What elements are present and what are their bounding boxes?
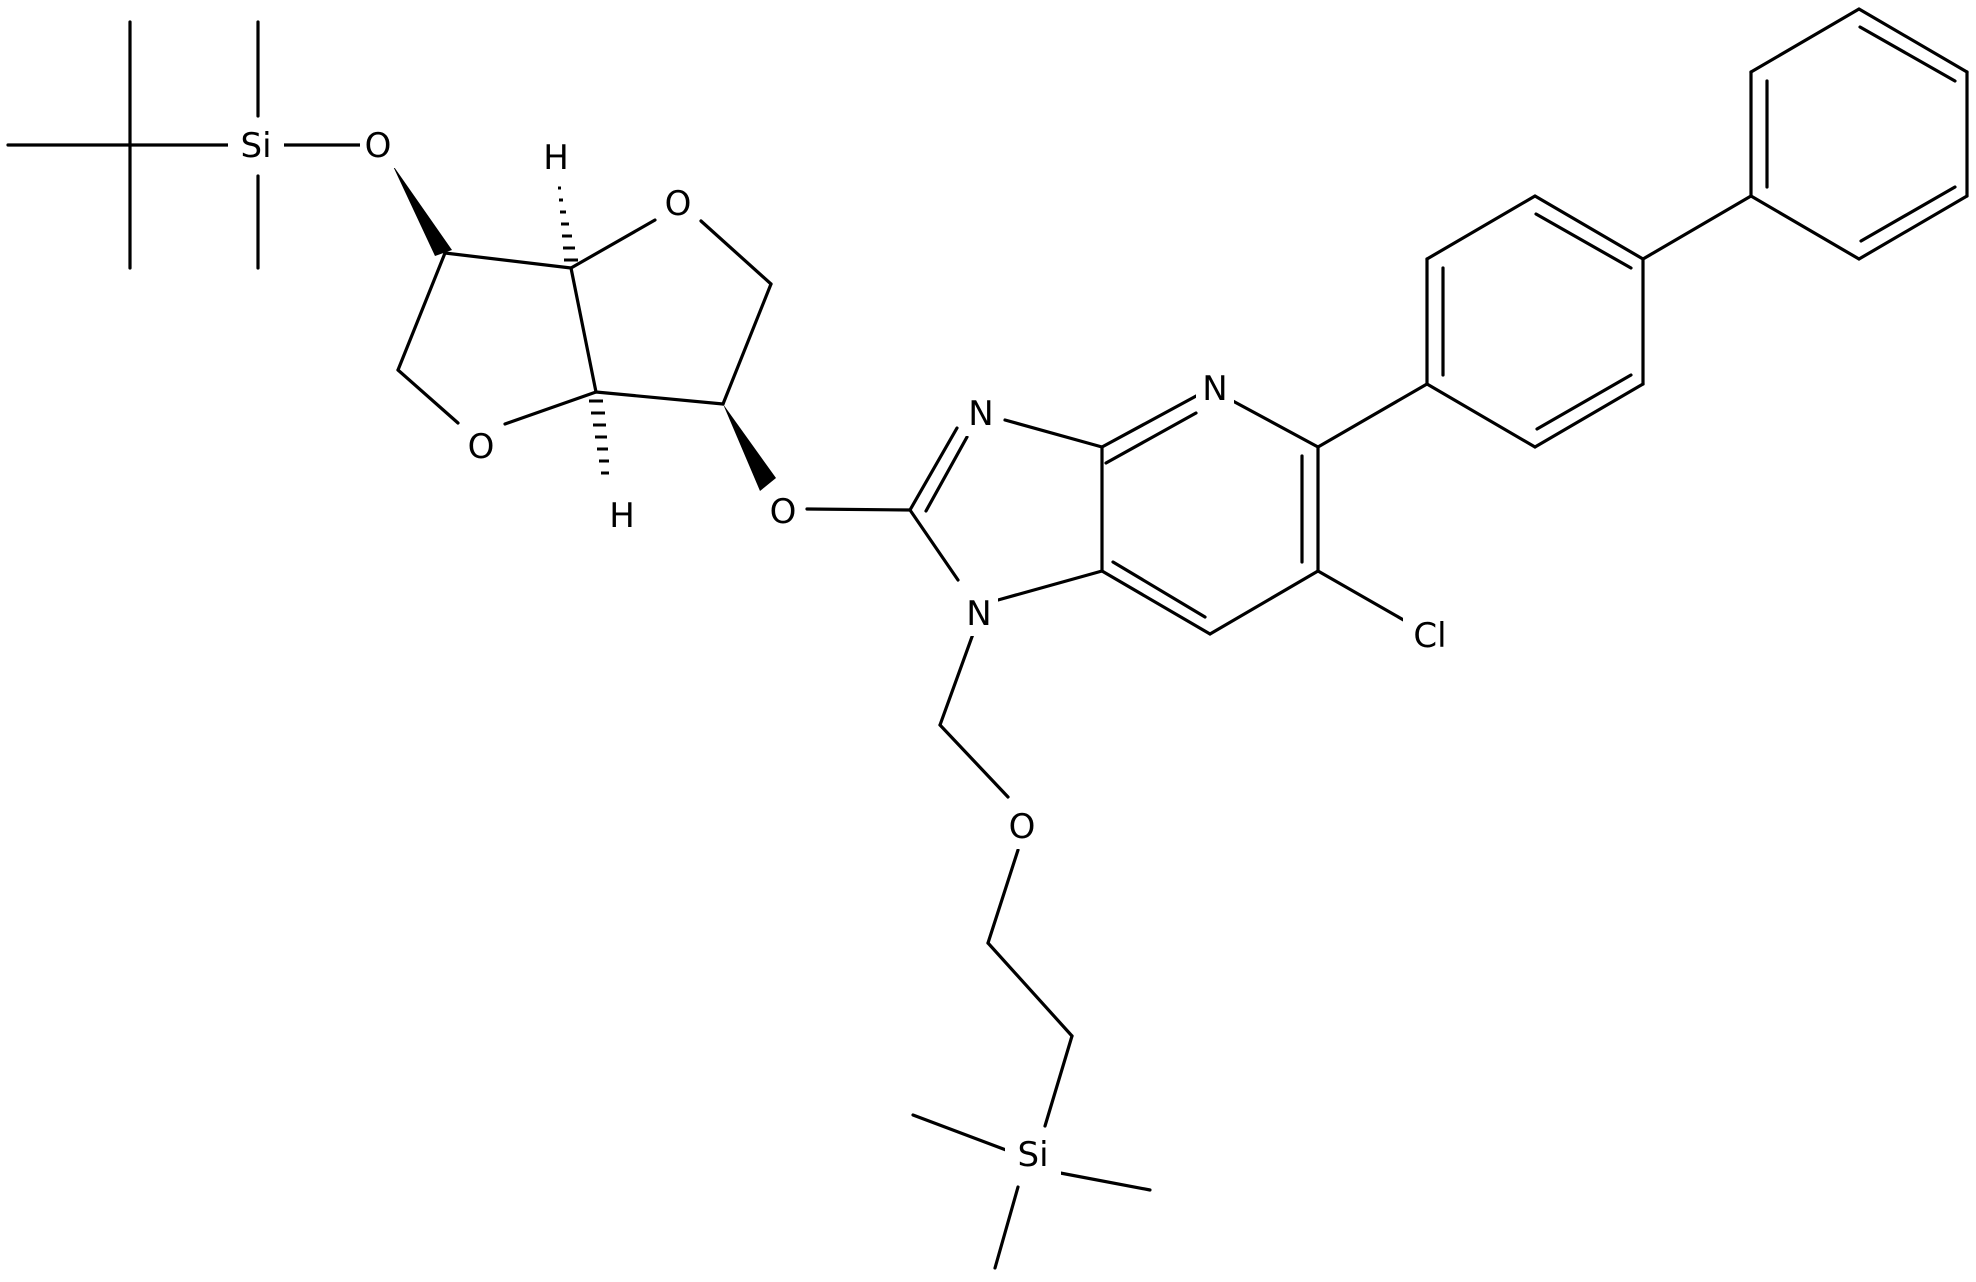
- svg-text:N: N: [1202, 369, 1227, 409]
- o-tbs-label: O: [360, 122, 396, 168]
- h-top-label: H: [538, 134, 574, 180]
- svg-text:O: O: [468, 427, 495, 467]
- si-tms-label: Si: [1005, 1130, 1061, 1176]
- hash-bond-top-h: [558, 186, 578, 262]
- svg-text:Si: Si: [240, 126, 271, 166]
- o-ring-top-label: O: [660, 180, 696, 226]
- sem-chain: [911, 632, 1152, 1270]
- n-imidazole-label: N: [962, 390, 1000, 436]
- n1-label: N: [960, 590, 998, 636]
- tbs-group: [6, 20, 364, 270]
- svg-text:O: O: [1009, 807, 1036, 847]
- svg-text:H: H: [609, 496, 635, 536]
- svg-text:N: N: [966, 594, 991, 634]
- svg-text:Cl: Cl: [1413, 616, 1446, 656]
- h-bottom-label: H: [604, 492, 640, 538]
- bicyclic-core: [392, 164, 776, 491]
- svg-text:O: O: [365, 126, 392, 166]
- svg-text:Si: Si: [1017, 1135, 1048, 1175]
- svg-text:N: N: [968, 394, 993, 434]
- o-sem-label: O: [1004, 803, 1040, 849]
- imidazopyridine-core: [805, 393, 1409, 636]
- n-pyridine-label: N: [1196, 365, 1234, 411]
- o-ring-left-label: O: [463, 423, 499, 469]
- biphenyl-group: [1316, 7, 1969, 449]
- atom-labels: Si O O O H H O N: [228, 122, 1457, 1176]
- wedge-bond-otbs: [392, 164, 452, 256]
- si-tbs-label: Si: [228, 122, 284, 168]
- svg-text:H: H: [543, 138, 569, 178]
- hash-bond-bottom-h: [589, 399, 609, 475]
- svg-text:O: O: [770, 492, 797, 532]
- svg-text:O: O: [665, 184, 692, 224]
- wedge-bond-oether: [723, 404, 776, 491]
- cl-label: Cl: [1403, 612, 1457, 658]
- o-ether-label: O: [765, 488, 801, 534]
